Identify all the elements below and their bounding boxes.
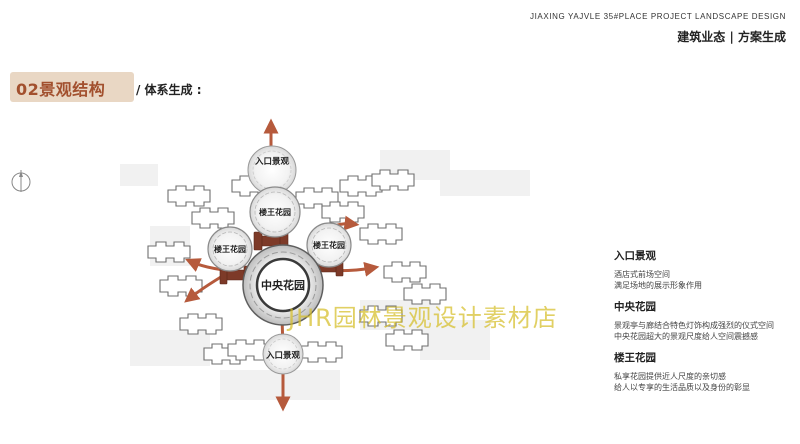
legend-entrance: 入口景观 酒店式前场空间 满足场地的展示形象作用 (614, 248, 800, 291)
node-label-entrance-top: 入口景观 (254, 156, 290, 167)
legend-central: 中央花园 景观亭与廊结合特色灯饰构成强烈的仪式空间 中央花园超大的景观尺度给人空… (614, 299, 800, 342)
legend-line: 景观亭与廊结合特色灯饰构成强烈的仪式空间 (614, 321, 774, 330)
legend: 入口景观 酒店式前场空间 满足场地的展示形象作用 中央花园 景观亭与廊结合特色灯… (614, 248, 800, 401)
legend-heading: 中央花园 (614, 301, 656, 313)
building-footprint (167, 185, 211, 207)
node-label-entrance-bottom: 入口景观 (265, 350, 301, 361)
legend-line: 中央花园超大的景观尺度给人空间震撼感 (614, 332, 758, 341)
node-labels: 入口景观 楼王花园 楼王花园 楼王花园 中央花园 入口景观 (214, 156, 345, 361)
building-footprint (385, 329, 429, 351)
building-footprint (179, 313, 223, 335)
building-footprint (359, 305, 403, 327)
node-label-king-right: 楼王花园 (313, 240, 345, 250)
legend-heading: 楼王花园 (614, 352, 656, 364)
building-footprint (403, 283, 447, 305)
section-subtitle: / 体系生成 : (136, 83, 202, 97)
legend-king: 楼王花园 私享花园提供近人尺度的亲切感 给人以专享的生活品质以及身份的彰显 (614, 350, 800, 393)
building-footprint (383, 261, 427, 283)
node-label-king-left: 楼王花园 (214, 244, 246, 254)
building-footprint (371, 169, 415, 191)
watermark: JHR园林景观设计素材店 (288, 304, 558, 332)
node-label-central: 中央花园 (261, 278, 305, 292)
project-title: JIAXING YAJVLE 35#PLACE PROJECT LANDSCAP… (530, 12, 786, 21)
legend-line: 私享花园提供近人尺度的亲切感 (614, 372, 726, 381)
building-footprint (359, 223, 403, 245)
legend-line: 满足场地的展示形象作用 (614, 281, 702, 290)
node-label-king-top: 楼王花园 (259, 207, 291, 217)
legend-line: 酒店式前场空间 (614, 270, 670, 279)
section-badge-text: 02景观结构 (16, 80, 106, 99)
building-footprints (147, 169, 447, 365)
node-circles (207, 145, 352, 375)
legend-heading: 入口景观 (614, 250, 656, 262)
building-footprint (147, 241, 191, 263)
building-footprint (191, 207, 235, 229)
north-compass-icon (11, 170, 31, 192)
section-label: 建筑业态 | 方案生成 (677, 30, 786, 44)
legend-line: 给人以专享的生活品质以及身份的彰显 (614, 383, 750, 392)
building-footprint (299, 341, 343, 363)
section-badge (10, 72, 134, 102)
